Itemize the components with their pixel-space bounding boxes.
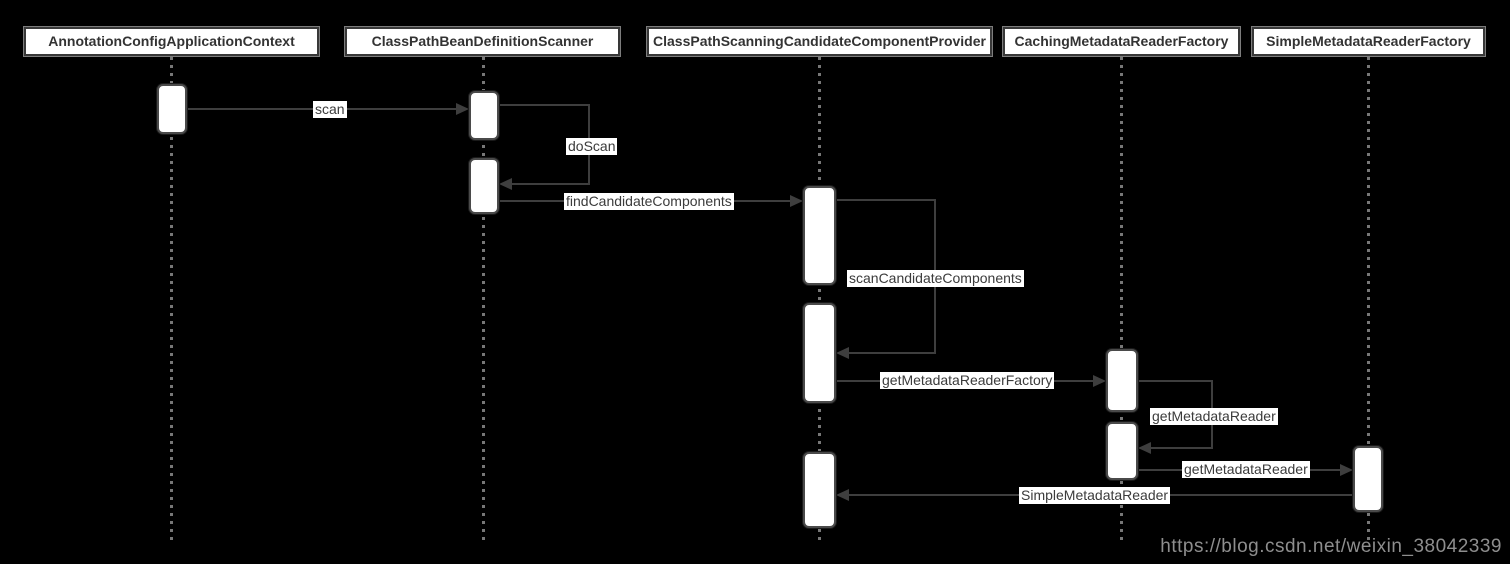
participant-context: AnnotationConfigApplicationContext [24,27,319,56]
arrowhead-getmetadatareader-call [1340,464,1353,476]
arrowhead-doscan [499,178,512,190]
arrowhead-scan [456,103,469,115]
activation-scanner-1 [469,91,499,140]
participant-caching: CachingMetadataReaderFactory [1003,27,1240,56]
activation-caching-2 [1106,422,1138,480]
message-line-scancandidate-back [849,352,936,354]
lifeline-context [170,57,173,543]
arrowhead-getmetadatareaderfactory [1093,375,1106,387]
message-label-getmetadatareader-self: getMetadataReader [1150,408,1278,425]
arrowhead-scancandidate [836,347,849,359]
activation-provider-2 [803,303,836,403]
lifeline-scanner [482,57,485,543]
message-line-getmetadatareader-self-out [1138,380,1213,382]
message-label-simplemetadatareader: SimpleMetadataReader [1019,487,1171,504]
message-line-doscan-out [499,104,590,106]
message-line-getmetadatareader-self-back [1151,447,1213,449]
message-label-getmetadatareaderfactory: getMetadataReaderFactory [880,372,1055,389]
participant-provider: ClassPathScanningCandidateComponentProvi… [647,27,992,56]
participant-scanner: ClassPathBeanDefinitionScanner [345,27,620,56]
message-line-doscan-back [512,183,590,185]
message-label-scan: scan [313,101,347,118]
activation-provider-3 [803,452,836,528]
activation-caching-1 [1106,349,1138,412]
message-line-scancandidate-out [836,199,936,201]
activation-simple-1 [1353,446,1383,512]
lifeline-provider [818,57,821,543]
lifeline-simple [1367,57,1370,543]
activation-provider-1 [803,186,836,285]
activation-scanner-2 [469,158,499,214]
arrowhead-simplemetadatareader [836,489,849,501]
message-label-scancandidatecomponents: scanCandidateComponents [847,270,1024,287]
arrowhead-findcandidatecomponents [790,195,803,207]
message-label-getmetadatareader-call: getMetadataReader [1182,461,1310,478]
arrowhead-getmetadatareader-self [1138,442,1151,454]
participant-simple: SimpleMetadataReaderFactory [1252,27,1485,56]
lifeline-caching [1120,57,1123,543]
watermark-url: https://blog.csdn.net/weixin_38042339 [1160,536,1502,557]
message-label-doscan: doScan [566,138,618,155]
activation-context-1 [157,84,187,134]
message-label-findcandidatecomponents: findCandidateComponents [564,193,734,210]
